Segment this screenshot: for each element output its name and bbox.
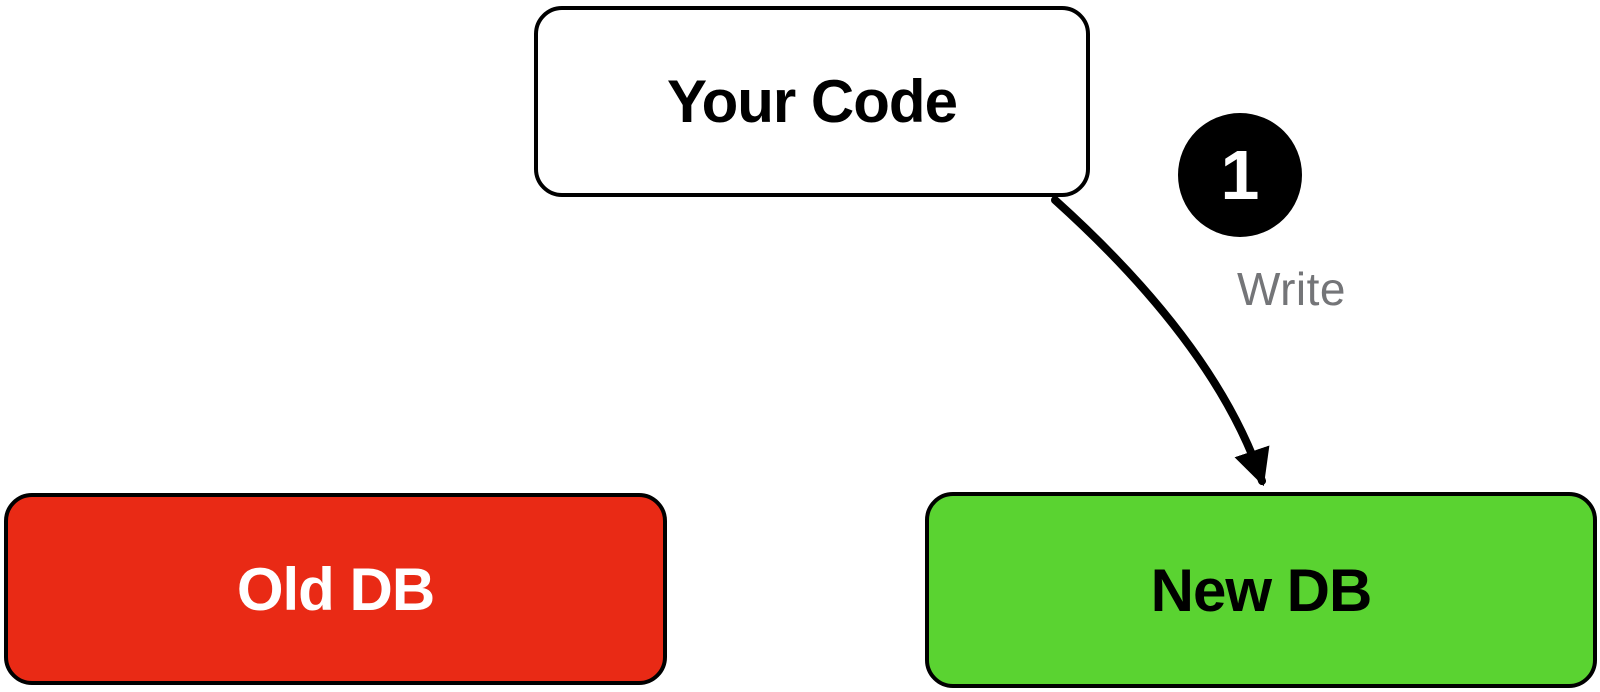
node-new-db-label: New DB [1150, 556, 1373, 624]
step-1-badge: 1 [1178, 113, 1302, 237]
write-edge-label: Write [1237, 263, 1346, 315]
write-arrow [1051, 196, 1270, 487]
step-1-badge-number: 1 [1220, 136, 1260, 214]
node-old-db: Old DB [4, 493, 667, 685]
node-new-db: New DB [925, 492, 1597, 688]
node-your-code-label: Your Code [667, 68, 958, 135]
node-your-code: Your Code [534, 6, 1090, 197]
node-old-db-label: Old DB [236, 555, 435, 623]
